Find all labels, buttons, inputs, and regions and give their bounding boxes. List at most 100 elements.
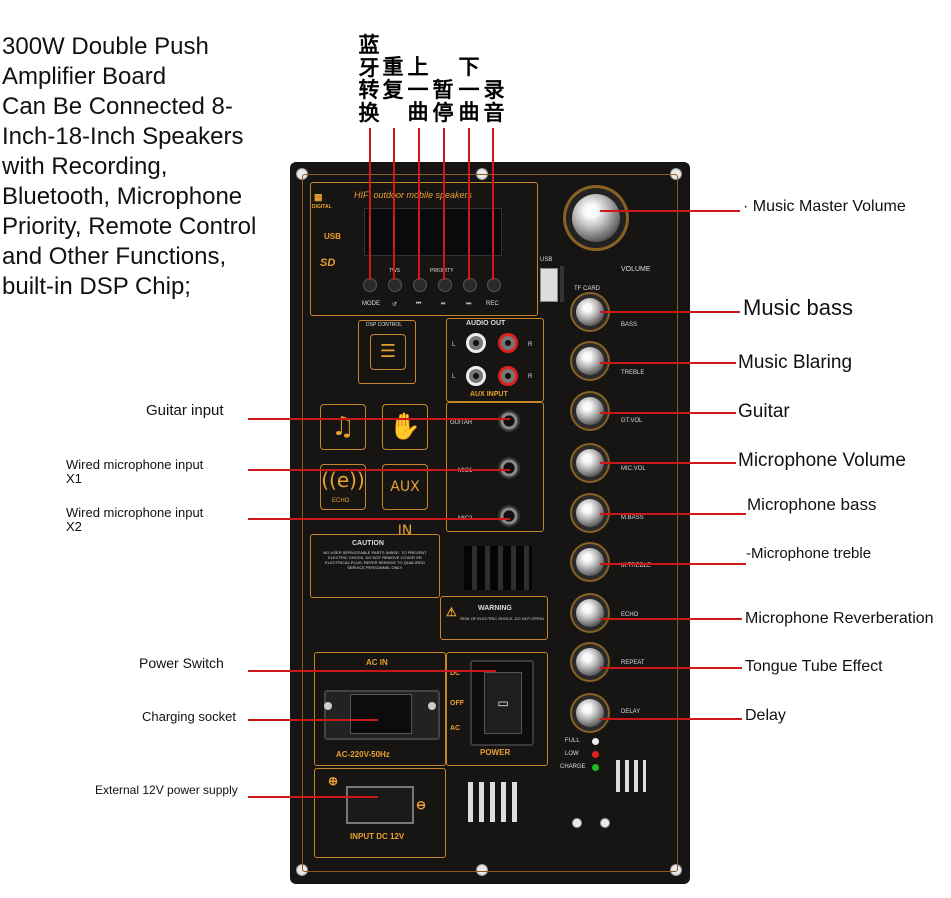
speaker-vent xyxy=(464,546,532,590)
callout-line xyxy=(443,128,445,280)
record-button[interactable] xyxy=(487,278,501,292)
led-low-icon xyxy=(592,751,599,758)
usb-port[interactable] xyxy=(540,268,558,302)
callout-line xyxy=(600,513,746,515)
callout-delay: Delay xyxy=(745,707,786,724)
callout-line xyxy=(369,128,371,280)
mic-treble-knob[interactable] xyxy=(576,548,604,576)
play-pause-button[interactable] xyxy=(438,278,452,292)
callout-mic-treble: -Microphone treble xyxy=(746,545,872,562)
charge-low-label: LOW xyxy=(565,751,579,757)
prev-button[interactable] xyxy=(413,278,427,292)
callout-power-switch: Power Switch xyxy=(139,655,224,671)
knob-label-bass: BASS xyxy=(621,322,638,328)
dc-terminal-block[interactable] xyxy=(346,786,414,824)
screw-icon xyxy=(476,864,488,876)
button-label-play: ⏯ xyxy=(441,301,446,307)
mode-button[interactable] xyxy=(363,278,377,292)
aux-in-icon[interactable]: AUX IN xyxy=(382,464,428,539)
amplifier-board: ▦ DIGITAL HIFI outdoor mobile speakers U… xyxy=(290,162,690,884)
cn-label-next: 下 一 曲 xyxy=(458,55,480,124)
echo-knob[interactable] xyxy=(576,599,604,627)
charge-status-label: CHARGE xyxy=(560,764,586,770)
aux-left-label: L xyxy=(452,374,456,380)
callout-line xyxy=(600,718,742,720)
screw-icon xyxy=(600,818,610,828)
callout-mic-volume: Microphone Volume xyxy=(738,450,906,471)
power-label: POWER xyxy=(480,748,511,757)
cn-label-record: 录 音 xyxy=(483,78,505,125)
cn-label-pause: 暂 停 xyxy=(432,78,454,125)
warning-text: RISK OF ELECTRIC SHOCK. DO NOT OPEN! xyxy=(460,616,544,621)
input-jacks-box xyxy=(446,402,544,532)
guitar-volume-knob[interactable] xyxy=(576,397,604,425)
rca-out-right-jack[interactable] xyxy=(498,333,518,353)
master-volume-knob[interactable] xyxy=(572,194,620,242)
callout-line xyxy=(600,362,736,364)
callout-line xyxy=(418,128,420,280)
switch-off-label: OFF xyxy=(450,700,464,707)
button-label-repeat: ↺ xyxy=(392,302,398,308)
treble-knob[interactable] xyxy=(576,347,604,375)
mic1-jack[interactable] xyxy=(498,457,520,479)
rca-right-label: R xyxy=(528,342,533,348)
repeat-knob[interactable] xyxy=(576,648,604,676)
knob-label-gtvol: GT.VOL xyxy=(621,418,643,424)
warning-triangle-icon: ⚠ xyxy=(446,605,457,619)
power-rocker-switch[interactable]: ▭ xyxy=(470,660,534,746)
dc-plus-icon: ⊕ xyxy=(328,774,339,788)
dc-minus-icon: ⊖ xyxy=(416,798,427,812)
callout-line xyxy=(600,311,740,313)
charge-full-label: FULL xyxy=(565,738,580,744)
aux-input-label: AUX INPUT xyxy=(470,391,508,398)
callout-line xyxy=(248,719,378,721)
guitar-jack[interactable] xyxy=(498,410,520,432)
button-label-prev: ⏮ xyxy=(416,301,422,307)
warning-title: WARNING xyxy=(478,605,512,612)
callout-line xyxy=(600,462,736,464)
knob-label-delay: DELAY xyxy=(621,709,641,715)
dsp-equalizer-icon[interactable]: ☰ xyxy=(370,334,406,370)
warning-box xyxy=(440,596,548,640)
delay-knob[interactable] xyxy=(576,699,604,727)
callout-line xyxy=(600,210,740,212)
rca-aux-right-jack[interactable] xyxy=(498,366,518,386)
cn-label-repeat: 重 复 xyxy=(382,55,404,102)
callout-mic-input-x1: Wired microphone input X1 xyxy=(66,457,204,486)
mic-bass-knob[interactable] xyxy=(576,499,604,527)
music-note-icon[interactable]: ♫ xyxy=(320,404,366,450)
sd-logo: SD xyxy=(320,257,336,269)
socket-screw-icon xyxy=(428,702,436,710)
dsp-control-box xyxy=(358,320,416,384)
rca-aux-left-jack[interactable] xyxy=(466,366,486,386)
display-panel xyxy=(310,182,538,316)
rca-out-left-jack[interactable] xyxy=(466,333,486,353)
next-button[interactable] xyxy=(463,278,477,292)
caution-box xyxy=(310,534,440,598)
echo-tile-label: ECHO xyxy=(332,498,350,504)
mic-volume-knob[interactable] xyxy=(576,449,604,477)
intro-text: 300W Double Push Amplifier Board Can Be … xyxy=(2,33,257,300)
callout-line xyxy=(248,469,510,471)
tws-repeat-button[interactable] xyxy=(388,278,402,292)
logo-small-text: DIGITAL xyxy=(312,204,332,210)
ac-in-box xyxy=(314,652,446,766)
button-label-rec: REC xyxy=(486,301,499,307)
callout-line xyxy=(468,128,470,280)
echo-icon[interactable]: ((e)) xyxy=(320,464,366,510)
microphone-hand-icon[interactable]: ✋ xyxy=(382,404,428,450)
caution-title: CAUTION xyxy=(352,540,384,547)
mic2-jack[interactable] xyxy=(498,505,520,527)
knob-label-echo: ECHO xyxy=(621,612,639,618)
tf-card-slot[interactable] xyxy=(560,266,564,302)
iec-charging-socket[interactable] xyxy=(350,694,412,734)
callout-music-blaring: Music Blaring xyxy=(738,352,853,373)
led-charge-icon xyxy=(592,764,599,771)
bass-knob[interactable] xyxy=(576,298,604,326)
volume-label: VOLUME xyxy=(621,266,651,273)
callout-line xyxy=(600,667,742,669)
callout-guitar-input: Guitar input xyxy=(146,402,224,419)
brand-logo: ▦ xyxy=(314,192,323,202)
audio-out-label: AUDIO OUT xyxy=(466,320,506,327)
button-label-mode: MODE xyxy=(362,301,380,307)
